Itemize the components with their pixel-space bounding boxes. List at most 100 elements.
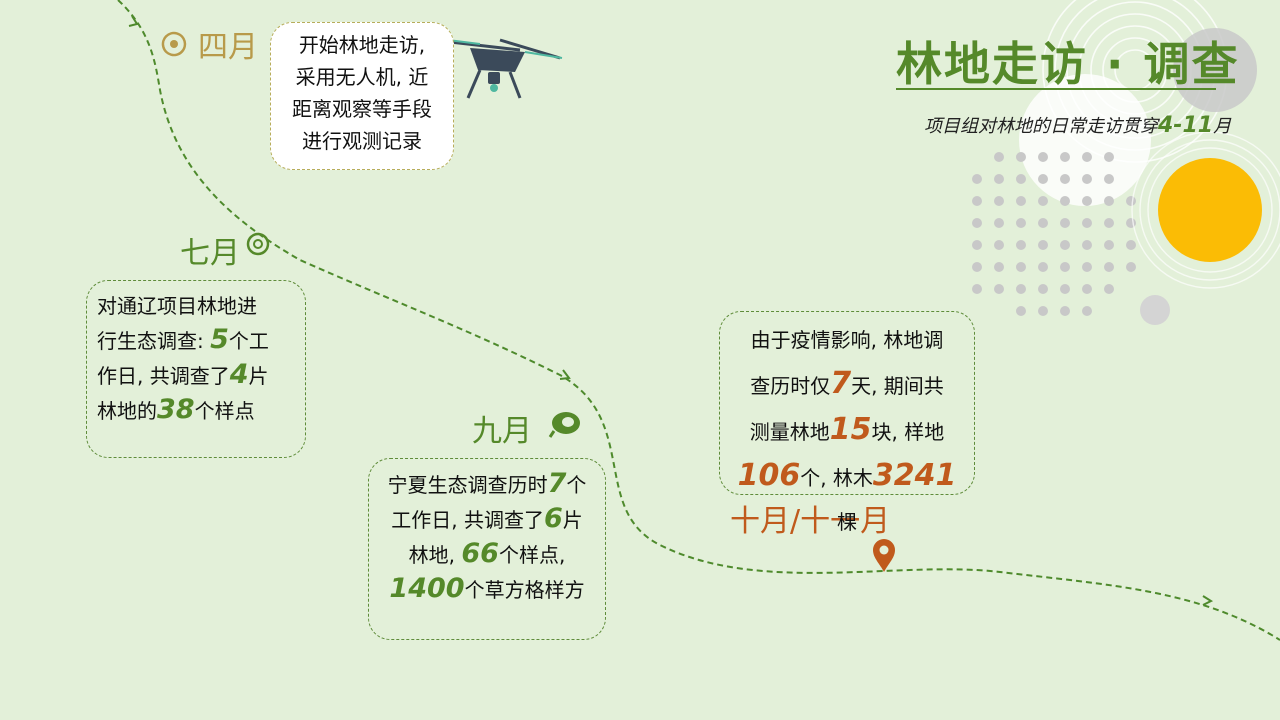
april-line: 采用无人机, 近 bbox=[295, 65, 429, 89]
oct-text: 块, 样地 bbox=[871, 420, 945, 444]
decor-dot bbox=[1016, 306, 1026, 316]
september-line: 工作日, 共调查了6片 bbox=[377, 502, 597, 537]
september-text: 宁夏生态调查历时 bbox=[387, 473, 548, 497]
decor-dot bbox=[994, 240, 1004, 250]
decor-dot bbox=[1082, 284, 1092, 294]
oct-text: 测量林地 bbox=[749, 420, 830, 444]
september-plots-value: 6 bbox=[543, 503, 563, 534]
dot-grid-pattern bbox=[972, 152, 1136, 316]
decor-dot bbox=[994, 174, 1004, 184]
oct-line: 测量林地15块, 样地 bbox=[728, 408, 966, 454]
decor-dot bbox=[1104, 262, 1114, 272]
subtitle-suffix: 月 bbox=[1213, 116, 1232, 137]
april-line: 开始林地走访, bbox=[298, 33, 426, 57]
july-text: 林地的 bbox=[97, 399, 157, 423]
july-line: 对通辽项目林地进 bbox=[97, 294, 257, 318]
september-text: 工作日, 共调查了 bbox=[391, 508, 544, 532]
decor-dot bbox=[1104, 174, 1114, 184]
oct-trees-value: 3241 bbox=[872, 458, 957, 493]
decor-dot bbox=[1016, 262, 1026, 272]
decor-dot bbox=[1060, 152, 1070, 162]
decor-dot bbox=[1038, 196, 1048, 206]
september-line: 宁夏生态调查历时7个 bbox=[377, 467, 597, 502]
drone-icon bbox=[447, 38, 563, 99]
subtitle-range: 4-11 bbox=[1158, 113, 1214, 138]
september-days-value: 7 bbox=[547, 468, 567, 499]
month-label-september: 九月 bbox=[472, 414, 532, 449]
oct-text: 个, 林木 bbox=[800, 466, 873, 490]
decor-dot bbox=[1126, 218, 1136, 228]
decor-dot bbox=[1104, 196, 1114, 206]
page-title: 林地走访 · 调查 bbox=[896, 37, 1240, 91]
decor-dot bbox=[972, 262, 982, 272]
decor-dot bbox=[1060, 174, 1070, 184]
september-text: 个 bbox=[566, 473, 587, 497]
decor-dot bbox=[1082, 218, 1092, 228]
decor-dot bbox=[1082, 262, 1092, 272]
month-label-july: 七月 bbox=[180, 236, 240, 271]
september-text: 片 bbox=[562, 508, 583, 532]
decor-dot bbox=[994, 196, 1004, 206]
decor-dot bbox=[972, 218, 982, 228]
decor-dot bbox=[1038, 306, 1048, 316]
decor-dot bbox=[972, 196, 982, 206]
oct-samples-value: 106 bbox=[737, 458, 801, 493]
decor-dot bbox=[1082, 306, 1092, 316]
leaf-icon bbox=[548, 412, 580, 438]
decor-dot bbox=[1038, 152, 1048, 162]
decor-dot bbox=[1126, 240, 1136, 250]
location-pin-icon bbox=[161, 31, 187, 57]
september-text: 个样点, bbox=[498, 543, 566, 567]
decor-dot bbox=[1038, 262, 1048, 272]
october-november-card: 由于疫情影响, 林地调 查历时仅7天, 期间共 测量林地15块, 样地 106个… bbox=[719, 311, 975, 534]
july-text: 个工 bbox=[228, 329, 269, 353]
striped-ring bbox=[1131, 131, 1280, 289]
decor-dot bbox=[1104, 218, 1114, 228]
decor-dot bbox=[1104, 284, 1114, 294]
decor-dot bbox=[972, 284, 982, 294]
decor-dot bbox=[1038, 240, 1048, 250]
july-text: 片 bbox=[248, 364, 269, 388]
september-line: 1400个草方格样方 bbox=[377, 572, 597, 607]
july-plots-value: 4 bbox=[229, 359, 249, 390]
page-subtitle: 项目组对林地的日常走访贯穿4-11月 bbox=[924, 112, 1231, 138]
decor-dot bbox=[1104, 152, 1114, 162]
july-line: 作日, 共调查了4片 bbox=[97, 358, 295, 393]
july-text: 个样点 bbox=[194, 399, 255, 423]
september-text: 林地, bbox=[408, 543, 462, 567]
decor-dot bbox=[1016, 152, 1026, 162]
grey-circle-small bbox=[1140, 295, 1170, 325]
july-points-value: 38 bbox=[157, 394, 195, 425]
decor-dot bbox=[972, 174, 982, 184]
decor-dot bbox=[994, 284, 1004, 294]
decor-dot bbox=[1016, 284, 1026, 294]
oct-line: 查历时仅7天, 期间共 bbox=[728, 362, 966, 408]
decor-dot bbox=[1104, 240, 1114, 250]
month-label-april: 四月 bbox=[198, 30, 258, 65]
yellow-circle bbox=[1158, 158, 1262, 262]
april-card: 开始林地走访, 采用无人机, 近 距离观察等手段 进行观测记录 bbox=[270, 22, 454, 170]
july-text: 作日, 共调查了 bbox=[97, 364, 230, 388]
decor-dot bbox=[1038, 174, 1048, 184]
decor-dot bbox=[1126, 196, 1136, 206]
oct-line: 106个, 林木3241棵 bbox=[728, 454, 966, 544]
decor-dot bbox=[1060, 262, 1070, 272]
decor-dot bbox=[1082, 196, 1092, 206]
decor-dot bbox=[1082, 152, 1092, 162]
decor-dot bbox=[1016, 196, 1026, 206]
july-days-value: 5 bbox=[210, 324, 229, 355]
month-label-october-november: 十月/十一月 bbox=[730, 504, 891, 539]
decor-dot bbox=[1060, 284, 1070, 294]
decor-dot bbox=[1038, 218, 1048, 228]
september-points-value: 66 bbox=[461, 538, 499, 569]
july-line: 行生态调查: 5个工 bbox=[97, 323, 295, 358]
decor-dot bbox=[1016, 174, 1026, 184]
april-line: 进行观测记录 bbox=[302, 129, 422, 153]
title-underline bbox=[896, 88, 1216, 90]
decor-dot bbox=[972, 240, 982, 250]
decor-dot bbox=[1126, 262, 1136, 272]
oct-plots-value: 15 bbox=[829, 412, 872, 447]
september-quadrats-value: 1400 bbox=[389, 573, 465, 604]
decor-dot bbox=[1082, 174, 1092, 184]
decor-dot bbox=[1060, 306, 1070, 316]
